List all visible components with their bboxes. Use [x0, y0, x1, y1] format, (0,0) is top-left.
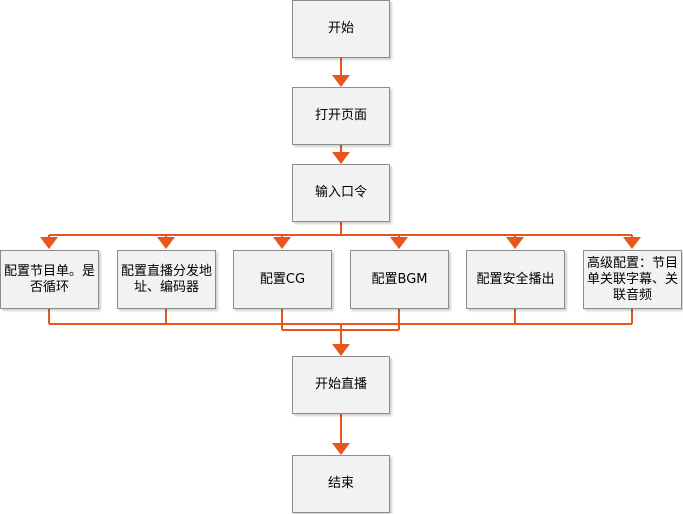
arrowhead-open: [332, 75, 350, 87]
node-start: 开始: [292, 0, 390, 58]
arrowhead-branch-5: [506, 237, 524, 249]
node-config-safe-broadcast: 配置安全播出: [466, 250, 565, 309]
arrowhead-branch-1: [40, 237, 58, 249]
node-end: 结束: [292, 455, 390, 513]
node-start-live: 开始直播: [292, 356, 390, 414]
arrowhead-end: [332, 443, 350, 455]
node-input-password: 输入口令: [292, 164, 390, 222]
node-config-advanced: 高级配置：节目单关联字幕、关联音频: [583, 250, 682, 309]
node-config-program: 配置节目单。是否循环: [0, 250, 99, 309]
node-open-page: 打开页面: [292, 87, 390, 145]
node-config-address: 配置直播分发地址、编码器: [117, 250, 216, 309]
arrowhead-start-live: [332, 344, 350, 356]
arrowhead-branch-6: [623, 237, 641, 249]
arrowhead-branch-4: [390, 237, 408, 249]
arrowhead-input: [332, 152, 350, 164]
arrowhead-branch-2: [157, 237, 175, 249]
arrowhead-branch-3: [273, 237, 291, 249]
node-config-cg: 配置CG: [233, 250, 332, 309]
node-config-bgm: 配置BGM: [350, 250, 449, 309]
edge-layer: [40, 58, 641, 455]
